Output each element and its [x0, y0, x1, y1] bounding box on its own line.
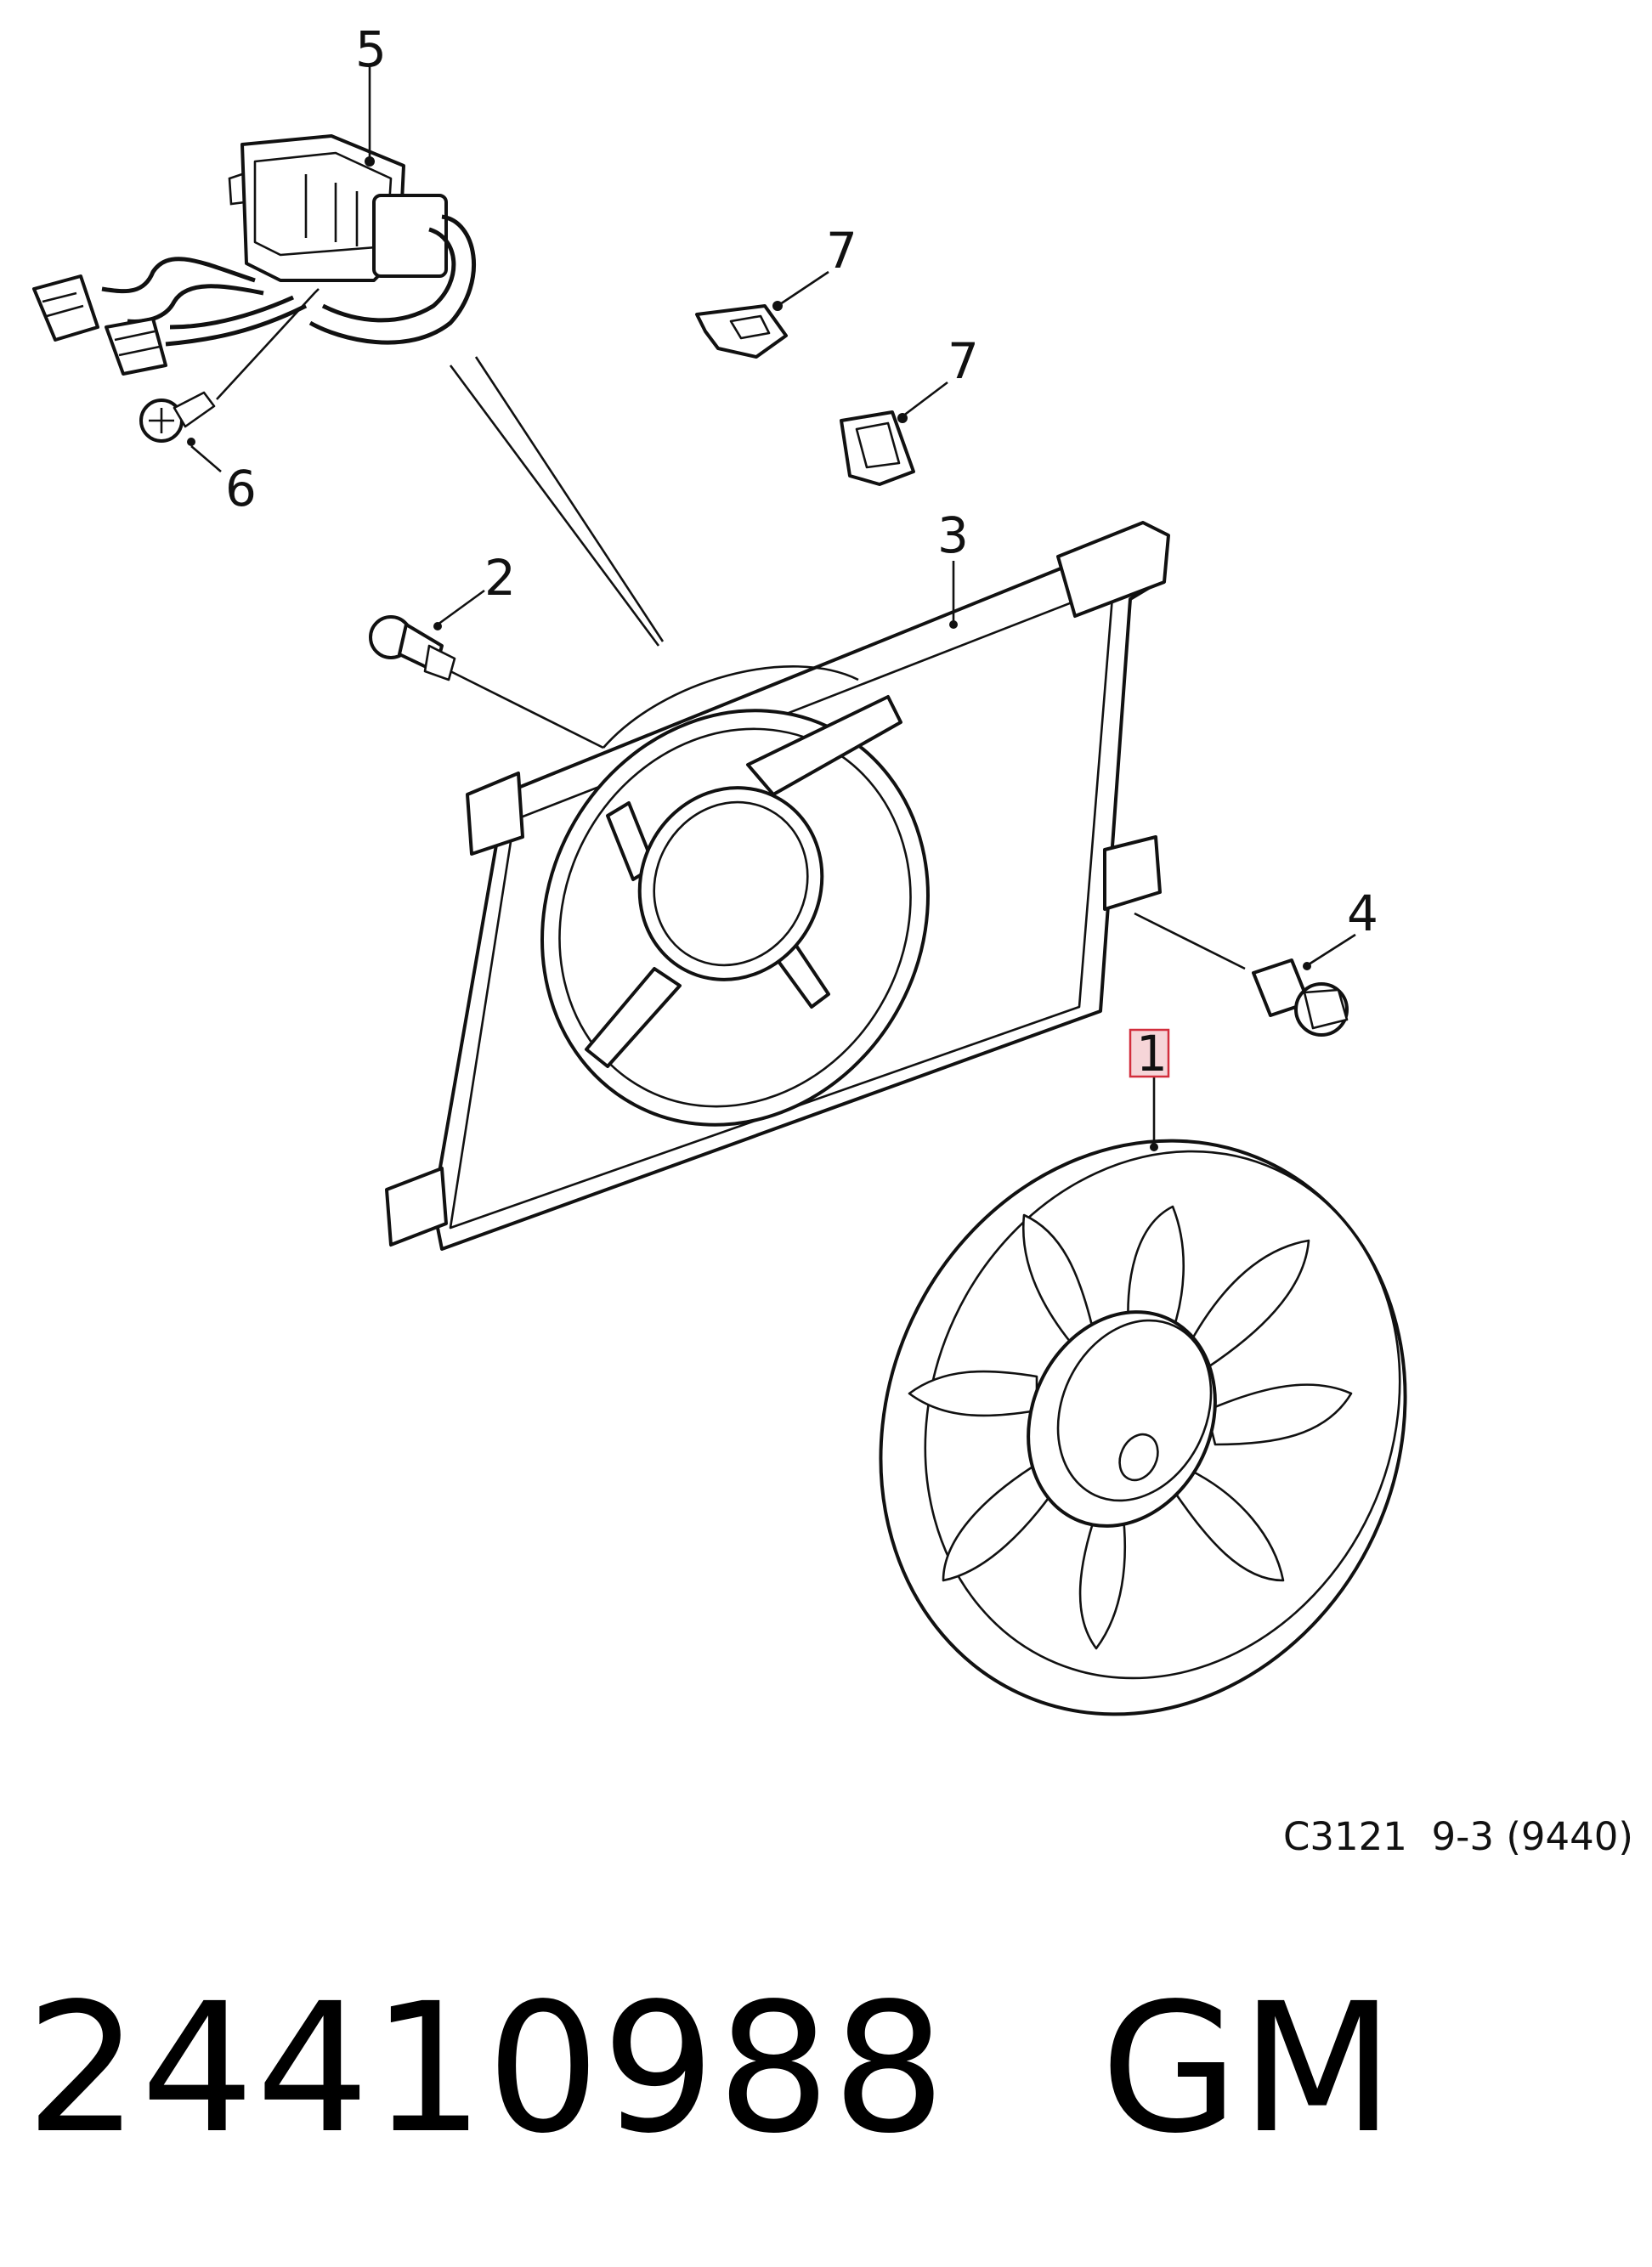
callout-3: 3	[937, 506, 969, 564]
fan-shroud-part	[385, 521, 1170, 1251]
connector-module-part	[32, 134, 477, 376]
callout-1-highlight	[1129, 1028, 1170, 1078]
part-number: 24410988	[25, 1965, 948, 2173]
bolt-part-right	[1252, 958, 1349, 1037]
callout-7-upper: 7	[826, 222, 857, 280]
callout-1: 1	[1136, 1025, 1168, 1083]
callout-6: 6	[225, 460, 257, 517]
clip-nut-part-upper	[695, 304, 788, 359]
brand-name: GM	[1100, 1965, 1396, 2173]
screw-part	[139, 391, 216, 443]
clip-nut-part-lower	[840, 410, 915, 486]
callout-4: 4	[1347, 885, 1378, 942]
callout-2: 2	[484, 549, 516, 607]
exploded-parts-diagram: 5 6 7 7 2	[32, 20, 1407, 1716]
bolt-part-left	[369, 615, 456, 681]
callout-7-lower: 7	[948, 332, 979, 390]
fan-part	[879, 1139, 1407, 1716]
reference-code: C3121 9-3 (9440)	[1283, 1814, 1633, 1859]
callout-5: 5	[355, 20, 387, 78]
